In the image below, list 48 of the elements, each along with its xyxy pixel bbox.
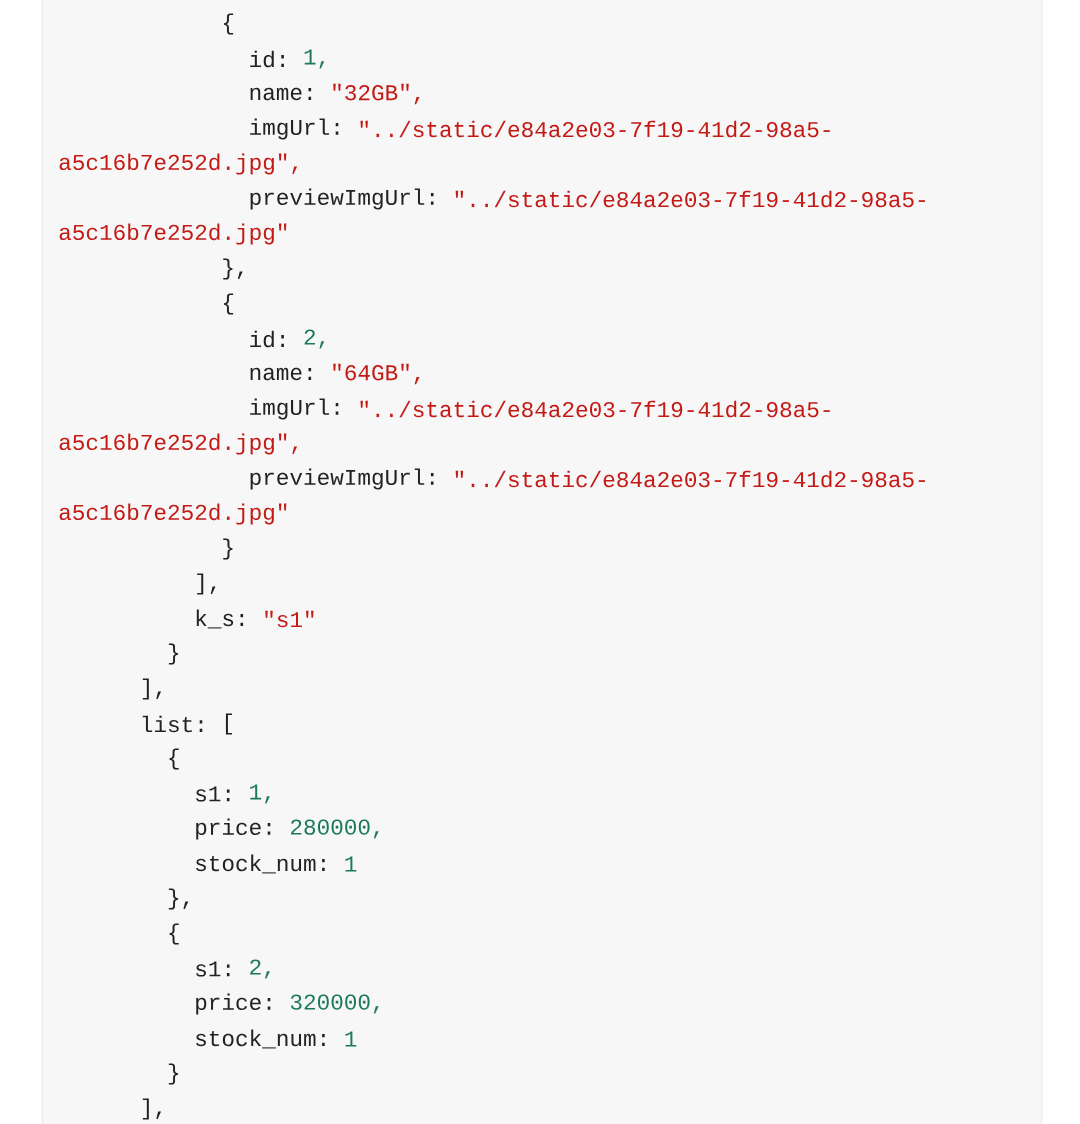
code-text: }	[223, 538, 233, 560]
code-text: a5c16b7e252d.jpg",	[59, 433, 298, 455]
code-text: a5c16b7e252d.jpg",	[59, 153, 298, 175]
code-text: "../static/e84a2e03-7f19-41d2-98a5-	[360, 120, 830, 138]
code-text: },	[223, 258, 243, 280]
code-text: id:	[250, 50, 284, 68]
code-text: 280000,	[291, 819, 379, 839]
code-text: ],	[142, 678, 162, 700]
code-text: previewImgUrl:	[250, 188, 434, 210]
code-text: }	[168, 643, 179, 665]
code-text: {	[169, 923, 179, 945]
code-text: k_s:	[196, 609, 244, 629]
code-text: s1:	[196, 961, 230, 977]
code-text: id:	[250, 330, 284, 348]
code-text: 1,	[304, 49, 325, 69]
code-text: a5c16b7e252d.jpg"	[59, 223, 287, 245]
code-text: name:	[250, 367, 312, 381]
code-text: stock_num:	[196, 1029, 325, 1049]
code-text: price:	[196, 993, 271, 1015]
code-text: "../static/e84a2e03-7f19-41d2-98a5-	[360, 400, 830, 418]
code-text: ],	[197, 573, 216, 595]
code-text: previewImgUrl:	[250, 468, 434, 490]
code-text: 1	[345, 1031, 357, 1047]
code-text: "64GB",	[333, 363, 420, 385]
code-text: "32GB",	[333, 83, 420, 105]
code-text: list:	[142, 715, 203, 733]
code-text: a5c16b7e252d.jpg"	[59, 503, 287, 525]
code-text: s1:	[196, 786, 230, 802]
code-text: 1	[345, 856, 357, 872]
code-text: "../static/e84a2e03-7f19-41d2-98a5-	[455, 190, 925, 208]
code-text: 2,	[304, 329, 325, 349]
code-text: },	[168, 888, 189, 910]
code-text: ],	[142, 1098, 162, 1120]
code-text: 1,	[250, 784, 270, 804]
code-text: "s1"	[265, 610, 314, 628]
code-text: {	[223, 13, 234, 35]
code-text: }	[168, 1063, 179, 1085]
code-text: "../static/e84a2e03-7f19-41d2-98a5-	[455, 470, 925, 488]
code-text: {	[169, 748, 179, 770]
code-text: 320000,	[290, 994, 379, 1014]
code-text: 2,	[250, 959, 270, 979]
code-text: name:	[250, 87, 312, 101]
code-text: imgUrl:	[250, 118, 339, 140]
code-text: stock_num:	[196, 854, 325, 874]
code-text: [	[225, 713, 232, 735]
code-text: price:	[196, 818, 271, 840]
code-text: {	[223, 293, 234, 315]
code-text: imgUrl:	[250, 398, 339, 420]
